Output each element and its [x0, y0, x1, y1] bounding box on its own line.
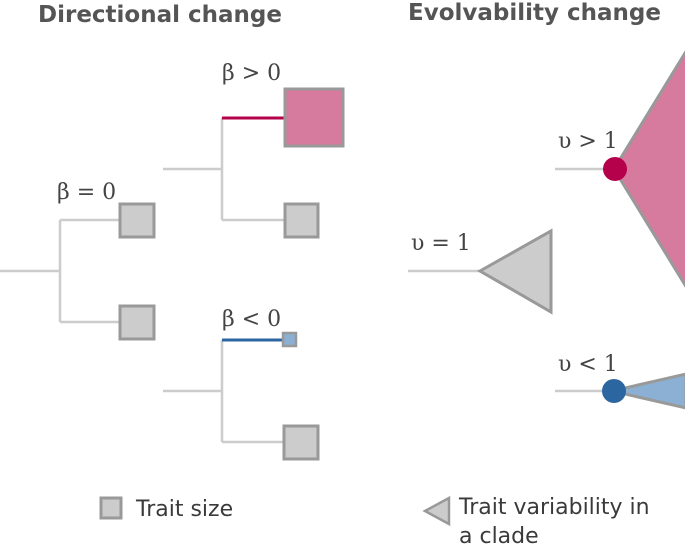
legend-trait-variability-line2: a clade — [459, 524, 539, 545]
legend: Trait size Trait variability in a clade — [99, 495, 650, 545]
upsilon-greater-label: υ > 1 — [558, 129, 618, 154]
upsilon-less-label: υ < 1 — [558, 352, 618, 377]
beta-zero-label: β = 0 — [57, 180, 116, 205]
evolvability-change-title: Evolvability change — [408, 0, 661, 26]
beta-negative-label: β < 0 — [222, 307, 281, 332]
variability-triangle-medium — [476, 228, 553, 315]
directional-tree: β = 0 β > 0 β < 0 — [0, 61, 345, 461]
variability-triangle-large — [612, 50, 685, 288]
legend-trait-variability-line1: Trait variability in — [458, 495, 650, 520]
trait-box-large — [283, 87, 345, 148]
directional-change-title: Directional change — [38, 2, 282, 28]
beta-positive-label: β > 0 — [222, 61, 281, 86]
legend-trait-size: Trait size — [135, 497, 233, 522]
decrease-node — [602, 379, 626, 403]
trait-box-down-lower — [282, 424, 320, 461]
legend-box-icon — [99, 496, 123, 520]
legend-triangle-icon — [422, 495, 451, 527]
trait-box-up-lower — [283, 202, 320, 239]
increase-node — [603, 157, 627, 181]
upsilon-one-label: υ = 1 — [411, 231, 471, 256]
trait-box-root-lower — [118, 304, 156, 341]
trait-box-small — [281, 331, 298, 348]
evolvability-diagram: υ > 1 υ = 1 υ < 1 — [408, 50, 685, 410]
trait-box-root-upper — [118, 202, 156, 239]
variability-triangle-small — [611, 372, 685, 410]
